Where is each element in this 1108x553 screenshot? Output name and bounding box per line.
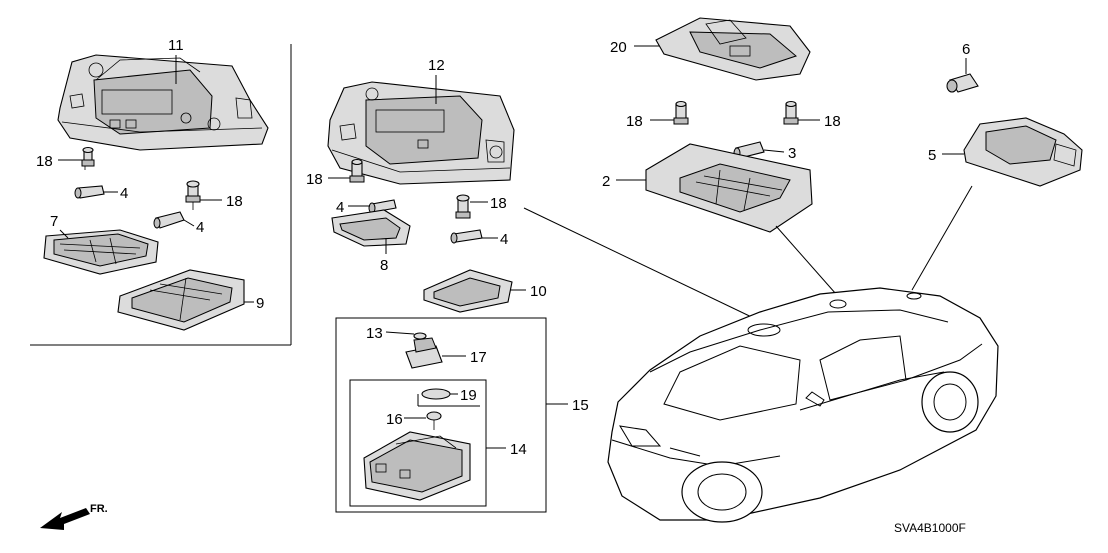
callout-18-top-a: 18 xyxy=(626,113,643,130)
callout-18-center-a: 18 xyxy=(306,171,323,188)
part-6-bulb xyxy=(946,73,979,93)
part-18-screw-top-b xyxy=(783,100,799,125)
part-5-housing xyxy=(963,117,1083,187)
diagram-code: SVA4B1000F xyxy=(894,521,966,535)
callout-5: 5 xyxy=(928,147,936,164)
callout-11: 11 xyxy=(168,37,184,54)
callout-4-left-b: 4 xyxy=(196,219,204,236)
callout-18-left-b: 18 xyxy=(226,193,243,210)
callout-15: 15 xyxy=(572,397,589,414)
callout-7: 7 xyxy=(50,213,58,230)
callout-9: 9 xyxy=(256,295,264,312)
vehicle-outline xyxy=(607,287,999,523)
callout-3: 3 xyxy=(788,145,796,162)
part-4-bulb-left-b xyxy=(153,211,185,229)
left-group-frame xyxy=(30,44,292,346)
part-18-screw-center-a xyxy=(349,158,365,183)
part-4-bulb-left-a xyxy=(74,185,105,199)
callout-2: 2 xyxy=(602,173,610,190)
callout-4-left-a: 4 xyxy=(120,185,128,202)
part-18-screw-left-b xyxy=(185,180,201,210)
part-20-base xyxy=(655,17,811,81)
callout-13: 13 xyxy=(366,325,383,342)
part-11-roof-light-assembly xyxy=(57,54,269,151)
part-18-screw-center-b xyxy=(455,194,471,219)
callout-20: 20 xyxy=(610,39,627,56)
part-4-bulb-center-a xyxy=(368,199,397,214)
callout-10: 10 xyxy=(530,283,547,300)
part-15-kit-frame xyxy=(335,317,568,513)
callout-14: 14 xyxy=(510,441,527,458)
callout-18-center-b: 18 xyxy=(490,195,507,212)
part-16-screw xyxy=(426,411,442,430)
callout-19: 19 xyxy=(460,387,477,404)
callout-6: 6 xyxy=(962,41,970,58)
part-8-lens xyxy=(331,209,411,247)
part-2-lens xyxy=(645,143,813,233)
part-9-frame xyxy=(117,269,245,331)
part-19-seal xyxy=(421,388,451,400)
callout-16: 16 xyxy=(386,411,403,428)
part-18-screw-left-a xyxy=(81,146,95,170)
callout-12: 12 xyxy=(428,57,445,74)
part-10-lens xyxy=(423,269,513,313)
front-direction-arrow xyxy=(40,508,90,530)
part-12-roof-light-assembly xyxy=(327,81,515,185)
callout-17: 17 xyxy=(470,349,487,366)
part-4-bulb-center-b xyxy=(450,229,483,244)
callout-4-center-a: 4 xyxy=(336,199,344,216)
part-17-sensor xyxy=(405,337,443,369)
callout-4-center-b: 4 xyxy=(500,231,508,248)
callout-18-top-b: 18 xyxy=(824,113,841,130)
part-14-console xyxy=(363,431,471,501)
part-18-screw-top-a xyxy=(673,100,689,125)
callout-18-left-a: 18 xyxy=(36,153,53,170)
front-marker-label: FR. xyxy=(90,503,108,515)
part-7-lens xyxy=(43,229,159,275)
callout-8: 8 xyxy=(380,257,388,274)
